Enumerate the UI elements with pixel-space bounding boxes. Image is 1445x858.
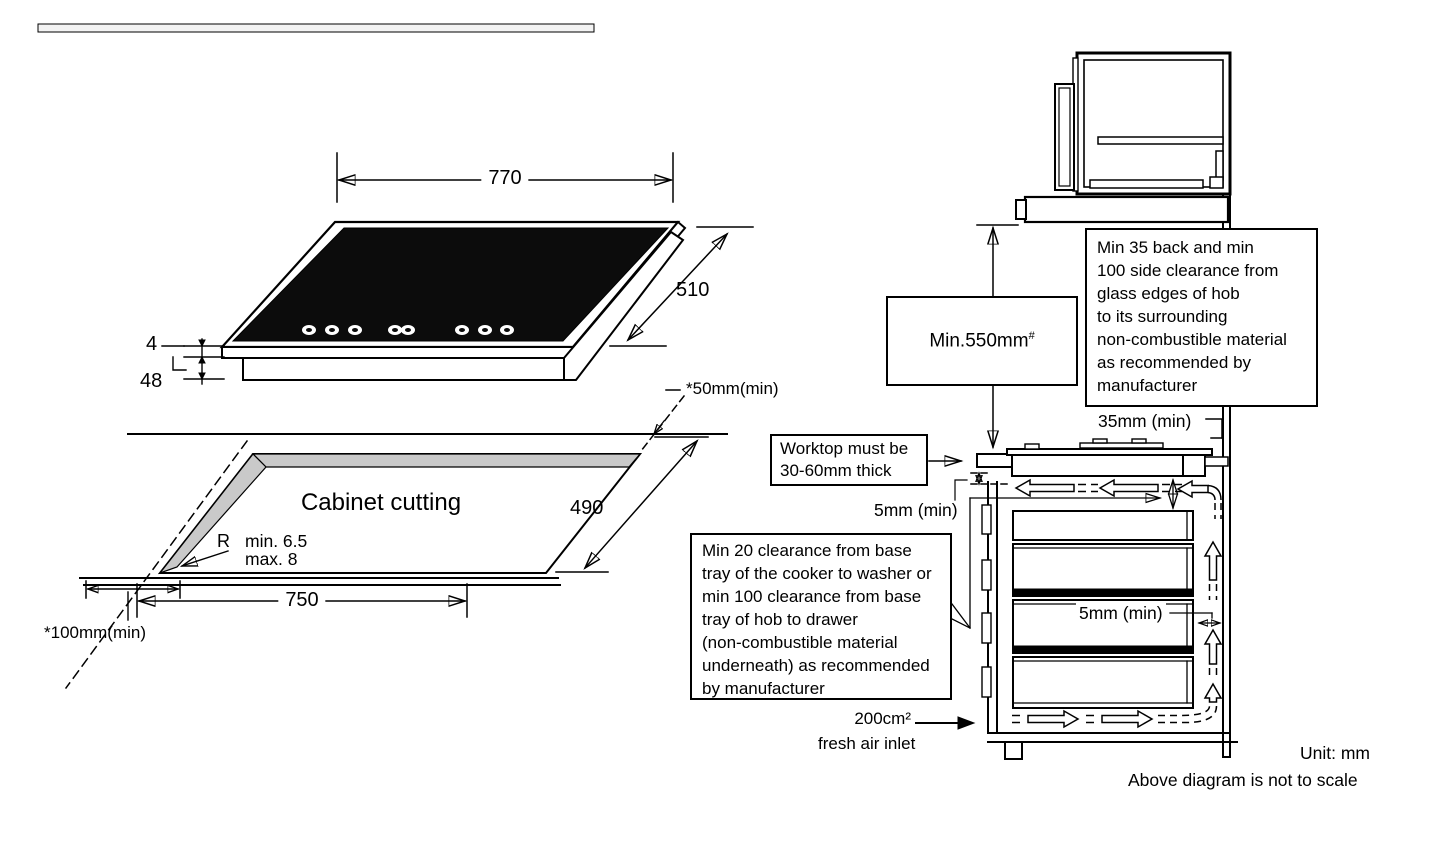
cabinet-shelf [1097, 136, 1224, 145]
base-clearance-box: Min 20 clearance from base tray of the c… [690, 533, 952, 700]
cutout-title: Cabinet cutting [300, 489, 462, 516]
hob-body-front [242, 357, 565, 381]
dim-490 [555, 436, 709, 573]
wall-cabinet [1015, 51, 1232, 224]
hob-3d-figure [161, 152, 754, 385]
airflow-arrows [915, 478, 1223, 730]
surround-line: non-combustible material [1097, 330, 1287, 349]
base-line: min 100 clearance from base [702, 587, 922, 606]
hood-clearance-sup: # [1028, 329, 1035, 342]
base-line: tray of hob to drawer [702, 610, 858, 629]
surround-line: Min 35 back and min [1097, 238, 1254, 257]
airflow-up-arrow-2 [1203, 628, 1223, 665]
worktop-note-box: Worktop must be 30-60mm thick [770, 434, 928, 486]
air-inlet-label: fresh air inlet [818, 734, 916, 753]
scan-artifact [37, 23, 595, 33]
radius-min: min. 6.5 [245, 531, 308, 551]
hob-glass-surface [231, 227, 670, 342]
cutout-depth-label: 490 [570, 497, 604, 519]
hob-control-dots [302, 325, 514, 335]
cutout-left-extension [64, 439, 249, 690]
base-line: underneath) as recommended [702, 656, 930, 675]
scale-note: Above diagram is not to scale [1128, 770, 1358, 790]
radius-leader-arrow [182, 550, 229, 567]
radius-max: max. 8 [245, 549, 298, 569]
rear-clearance-arrow [654, 420, 665, 434]
worktop-note-line: Worktop must be [780, 439, 909, 458]
cutout-width-label: 750 [278, 589, 326, 612]
surround-line: 100 side clearance from [1097, 261, 1279, 280]
worktop-note-line: 30-60mm thick [780, 461, 892, 480]
installation-section [915, 51, 1238, 760]
radius-prefix: R [217, 531, 230, 551]
base-line: (non-combustible material [702, 633, 898, 652]
under-worktop-gap-label: 5mm (min) [874, 500, 958, 520]
drawer-side-gap-label: 5mm (min) [1076, 603, 1166, 624]
rear-gap-bracket [1205, 418, 1223, 439]
air-inlet-area: 200cm² [854, 709, 911, 728]
dim-4-48 [161, 338, 225, 385]
hood-clearance-box: Min.550mm# [886, 296, 1078, 386]
surround-clearance-box: Min 35 back and min 100 side clearance f… [1085, 228, 1318, 407]
cabinet-bottom-bar [1023, 195, 1230, 224]
dim-100 [85, 580, 181, 621]
hob-depth-label: 510 [676, 279, 710, 301]
bar-end-cap [1015, 199, 1027, 220]
rear-clearance-label: *50mm(min) [686, 379, 779, 398]
airflow-corner-arrow [1176, 479, 1209, 499]
airflow-right-arrow-1 [1027, 709, 1080, 729]
drawer-2 [1012, 543, 1194, 597]
cabinet-foot [1004, 741, 1023, 760]
leaders [951, 480, 1220, 629]
side-clearance-label: *100mm(min) [44, 623, 147, 642]
airflow-left-arrow-1 [1014, 478, 1075, 498]
dim-510 [609, 226, 754, 347]
base-line: tray of the cooker to washer or [702, 564, 932, 583]
airflow-left-arrow-2 [1098, 478, 1159, 498]
hob-body-section [1011, 454, 1184, 477]
cutout-left-face [158, 453, 267, 575]
under-gap-leader [954, 479, 968, 501]
hob-cross-section [928, 418, 1229, 501]
airflow-up-arrow-1 [1203, 540, 1223, 581]
drawer-4 [1012, 656, 1194, 709]
glass-thickness-label: 4 [146, 333, 158, 355]
airflow-up-arrow-3 [1203, 682, 1223, 703]
rear-gap-label: 35mm (min) [1098, 411, 1192, 431]
hob-glass-front-edge [221, 346, 574, 359]
surround-line: glass edges of hob [1097, 284, 1240, 303]
hob-width-label: 770 [481, 167, 529, 190]
base-line: Min 20 clearance from base [702, 541, 912, 560]
unit-note: Unit: mm [1300, 743, 1370, 763]
drawer-1 [1012, 510, 1194, 541]
surround-line: to its surrounding [1097, 307, 1228, 326]
surround-line: as recommended by [1097, 353, 1252, 372]
hood-clearance-text: Min.550mm [929, 330, 1029, 352]
cabinet-cutting-figure [64, 389, 728, 690]
base-line: by manufacturer [702, 679, 825, 698]
cutout-top-face [251, 453, 642, 468]
body-height-label: 48 [140, 370, 163, 392]
surround-line: manufacturer [1097, 376, 1198, 395]
airflow-right-arrow-2 [1101, 709, 1154, 729]
cutout-right-extension [639, 394, 686, 453]
